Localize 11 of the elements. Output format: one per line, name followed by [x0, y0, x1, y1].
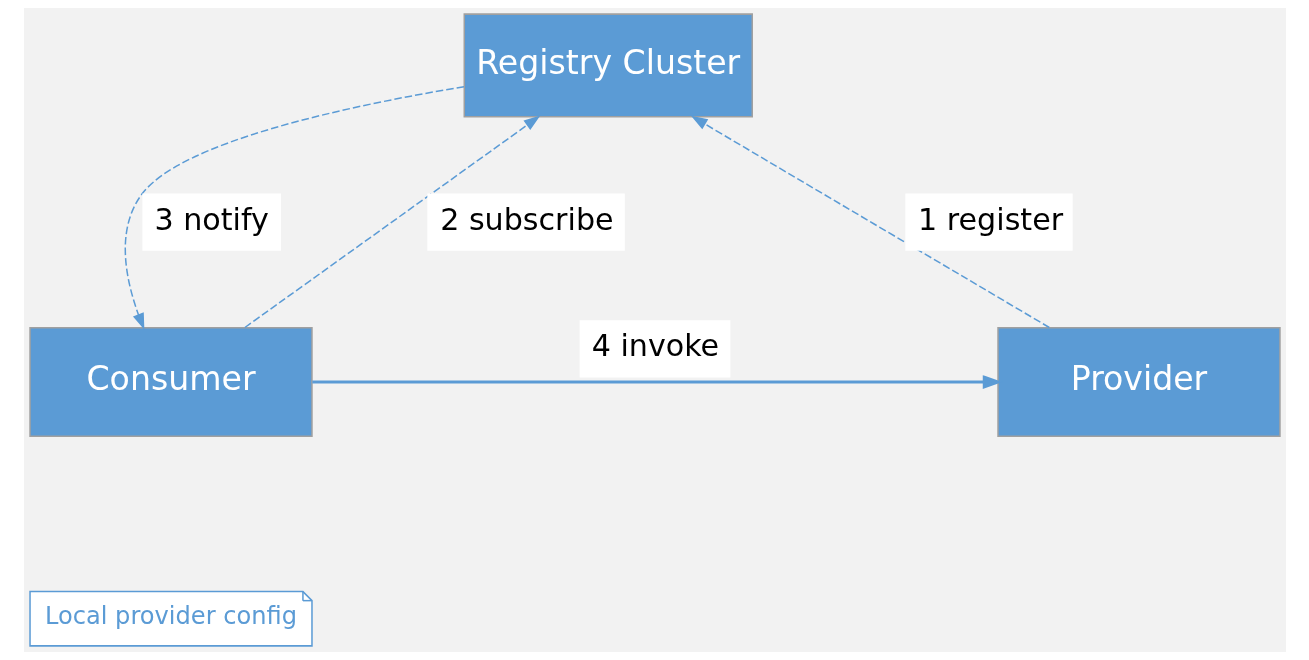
arrow — [124, 86, 465, 330]
edge-label: 2 subscribe — [439, 201, 614, 237]
node-box: Consumer — [28, 327, 313, 438]
arrow — [690, 115, 1050, 329]
edge-label: 3 notify — [153, 201, 269, 237]
edge-label: 4 invoke — [591, 328, 719, 364]
arrow — [243, 115, 540, 329]
node-box: Registry Cluster — [463, 13, 753, 118]
edge-label: 1 register — [917, 201, 1063, 237]
node-box: Provider — [996, 327, 1281, 438]
arrow — [311, 375, 1002, 389]
